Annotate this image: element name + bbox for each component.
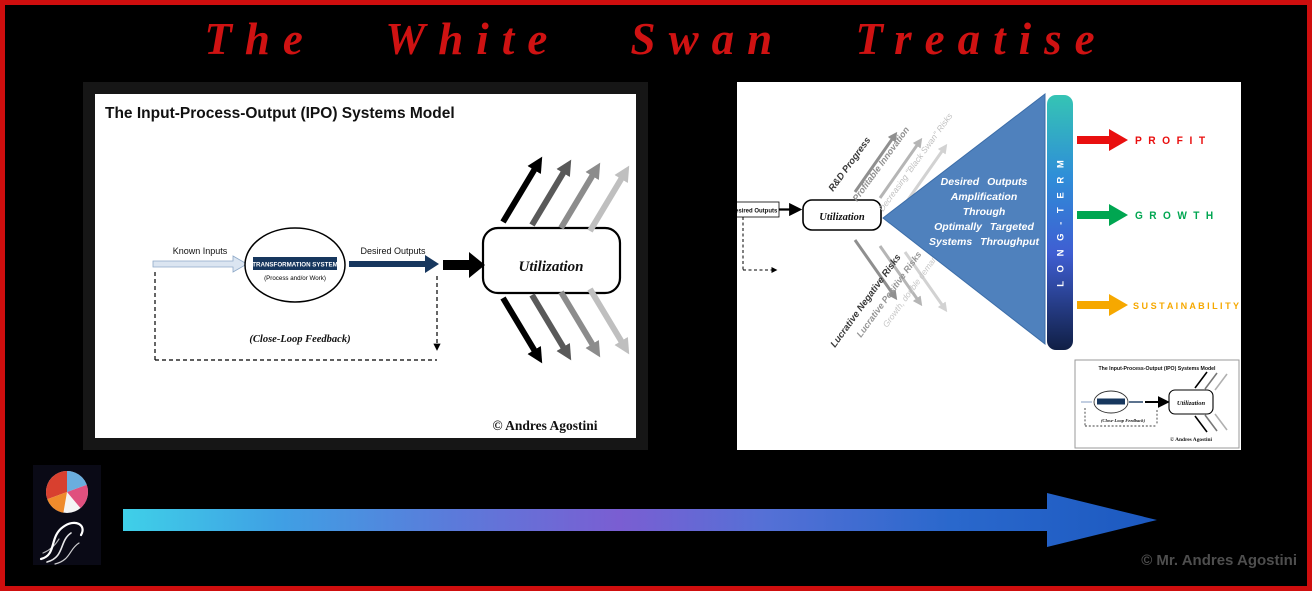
fan-arrow (878, 137, 923, 199)
ipo-model-diagram: The Input-Process-Output (IPO) Systems M… (95, 94, 636, 438)
utilization-box (802, 199, 882, 231)
fan-arrow (529, 293, 572, 361)
growth-arrow (1077, 204, 1128, 226)
utilization-label: Utilization (819, 212, 865, 223)
thumbnail-band (1097, 398, 1125, 405)
utilization-box (481, 226, 622, 295)
fan-arrow (853, 131, 898, 193)
ball-slice (47, 492, 67, 513)
swan-logo (33, 465, 101, 565)
desired-outputs-label: Desired Outputs (360, 246, 426, 256)
driver-fan-bottom (853, 239, 948, 313)
swan-stroke (46, 532, 72, 563)
thumbnail-fan-line (1194, 371, 1208, 389)
driver-fan-top (853, 131, 948, 205)
thumbnail-fan-line (1204, 414, 1218, 432)
desired-outputs-label: Desired Outputs (737, 209, 778, 215)
amplification-diagram: Desired Outputs Utilization R&D Progress… (728, 92, 1240, 449)
fan-arrow (558, 162, 601, 230)
sustainability-label: S U S T A I N A B I L I T Y (1133, 301, 1240, 312)
thumbnail-fan-line (1214, 373, 1228, 391)
triangle-line: Systems Throughput (929, 236, 1040, 248)
fan-arrow (529, 159, 572, 227)
footer-copyright: © Mr. Andres Agostini (1141, 552, 1297, 569)
swan-stroke (39, 521, 84, 561)
ipo-copyright: © Andres Agostini (492, 418, 597, 433)
fan-arrow (500, 156, 543, 224)
transformation-band (253, 257, 337, 270)
utilization-input-arrow (443, 252, 485, 278)
known-inputs-arrow (152, 255, 248, 273)
triangle-line: Desired Outputs (941, 176, 1028, 188)
flow-arrow-shape (123, 493, 1157, 547)
output-fan-top (500, 156, 630, 233)
fan-arrow (903, 143, 948, 205)
thumbnail-utilization-box (1168, 389, 1214, 415)
known-inputs-label: Known Inputs (173, 246, 228, 256)
thumbnail-copyright: © Andres Agostini (1170, 436, 1212, 443)
ball-slice (67, 484, 88, 509)
utilization-label: Utilization (518, 259, 583, 275)
ipo-panel-title: The Input-Process-Output (IPO) Systems M… (105, 105, 455, 122)
triangle-line: Through (963, 206, 1006, 218)
fan-arrow (587, 165, 630, 233)
page-title: The White Swan Treatise (204, 14, 1108, 64)
amplification-panel: Desired Outputs Utilization R&D Progress… (728, 82, 1241, 450)
swan-stroke (42, 538, 60, 554)
thumbnail-fan-line (1204, 372, 1218, 390)
ipo-model-panel: The Input-Process-Output (IPO) Systems M… (83, 82, 648, 450)
long-term-bar (1047, 95, 1073, 350)
output-fan-bottom (500, 287, 630, 364)
timeline-flow-arrow (123, 493, 1157, 547)
swan-icon (39, 521, 84, 565)
sustainability-arrow (1077, 294, 1128, 316)
feedback-loop (154, 272, 441, 361)
fan-arrow (558, 290, 601, 358)
thumbnail-utilization-label: Utilization (1177, 400, 1206, 407)
profit-arrow (1077, 129, 1128, 151)
swan-logo-graphic (33, 465, 101, 565)
fan-arrow (587, 287, 630, 355)
transformation-label-2: (Process and/or Work) (264, 275, 326, 282)
thumbnail-feedback-label: (Close-Loop Feedback) (1101, 418, 1146, 423)
amplification-triangle (882, 92, 1046, 346)
beach-ball-icon (46, 471, 88, 513)
feedback-dashes (742, 217, 778, 273)
profit-label: P R O F I T (1135, 135, 1207, 147)
thumbnail-fan-line (1214, 413, 1228, 431)
driver-label-lucrative-negative-risks: Lucrative Negative Risks (829, 252, 904, 349)
fan-arrow (903, 251, 948, 313)
transformation-label-1: TRANSFORMATION SYSTEM (252, 262, 337, 269)
transformation-system-node: TRANSFORMATION SYSTEM (Process and/or Wo… (244, 227, 346, 303)
triangle-line: Optimally Targeted (934, 221, 1034, 233)
swan-stroke (54, 542, 80, 565)
fan-arrow (500, 296, 543, 364)
desired-outputs-arrow (349, 255, 439, 273)
ipo-thumbnail: The Input-Process-Output (IPO) Systems M… (1074, 359, 1240, 449)
ball-slice (67, 471, 87, 492)
long-term-label: L O N G - T E R M (1056, 157, 1067, 286)
thumbnail-fan-line (1194, 415, 1208, 433)
thumbnail-title: The Input-Process-Output (IPO) Systems M… (1098, 366, 1216, 372)
fan-arrow (853, 239, 898, 301)
ball-slice (46, 471, 67, 500)
triangle-caption: Desired Outputs Amplification Through Op… (929, 176, 1040, 248)
growth-label: G R O W T H (1135, 210, 1215, 222)
feedback-label: (Close-Loop Feedback) (249, 334, 350, 345)
fan-arrow (878, 245, 923, 307)
triangle-line: Amplification (950, 191, 1018, 203)
